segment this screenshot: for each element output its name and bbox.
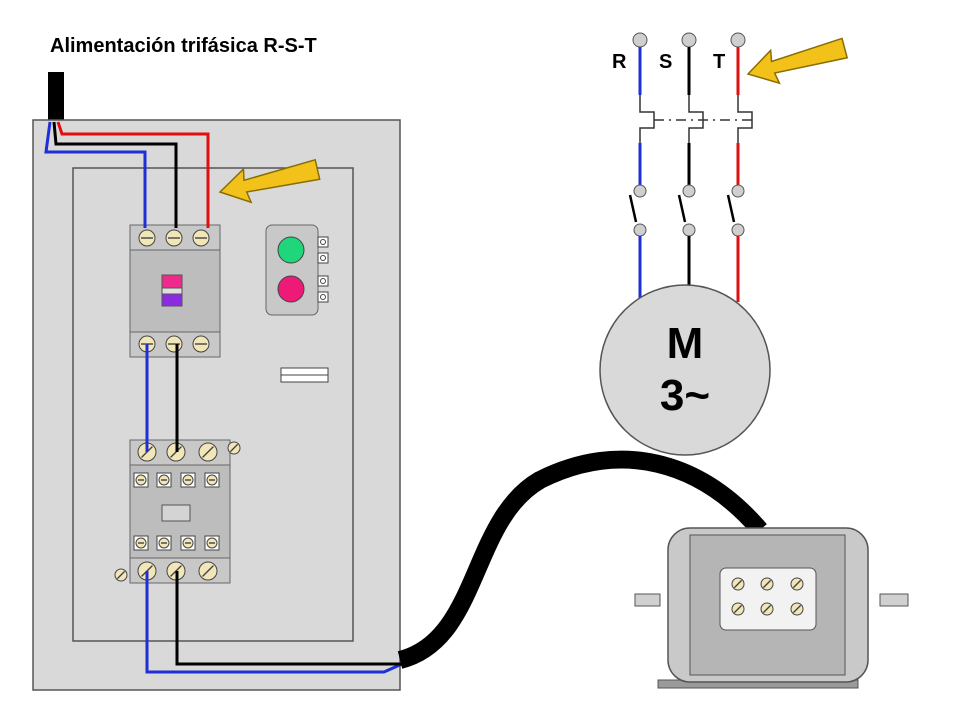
phase-terminal (632, 32, 648, 48)
contactor-main-terminal-bottom (198, 561, 218, 581)
start-button[interactable] (277, 236, 305, 264)
wire-phase-s (175, 571, 402, 666)
breaker-terminal-bottom (165, 335, 183, 353)
phase-label-t: T (713, 51, 725, 73)
motor-terminal (760, 577, 774, 591)
wire-phase-r (44, 121, 147, 228)
phase-terminal (681, 32, 697, 48)
pushbutton-station (265, 224, 329, 316)
motor-terminal (790, 602, 804, 616)
contact-terminal (682, 223, 696, 237)
contactor-aux-terminal (133, 535, 149, 551)
motor-phase-count: 3~ (660, 371, 710, 420)
contactor-aux-screw (206, 474, 218, 486)
contactor-aux-terminal (156, 535, 172, 551)
wire-phase-t (56, 121, 210, 228)
contactor-aux-screw (158, 537, 170, 549)
contactor-switch (726, 194, 736, 223)
yellow-arrow-icon (218, 158, 321, 204)
motor-terminal (731, 577, 745, 591)
breaker-terminal-top (192, 229, 210, 247)
motor-terminal (760, 602, 774, 616)
contactor-aux-screw (182, 537, 194, 549)
physical-motor (634, 527, 909, 689)
pushbutton-terminal (317, 236, 329, 248)
contactor-aux-terminal (180, 472, 196, 488)
thermal-element (688, 95, 704, 143)
contactor-aux-terminal (156, 472, 172, 488)
contact-terminal (682, 184, 696, 198)
contact-terminal (633, 223, 647, 237)
motor-cable (397, 450, 767, 669)
contactor-aux-screw (135, 537, 147, 549)
contactor-aux-screw (182, 474, 194, 486)
contactor-switch (677, 194, 687, 223)
contactor-main-terminal-top (198, 442, 218, 462)
diagram-title: Alimentación trifásica R-S-T (50, 35, 317, 57)
contact-terminal (731, 223, 745, 237)
contactor-aux-terminal (180, 535, 196, 551)
breaker-terminal-top (138, 229, 156, 247)
contact-terminal (633, 184, 647, 198)
contactor-aux-screw (206, 537, 218, 549)
motor-terminal (731, 602, 745, 616)
motor-terminal (790, 577, 804, 591)
phase-terminal (730, 32, 746, 48)
thermal-element (639, 95, 655, 143)
contactor-aux-terminal (133, 472, 149, 488)
supply-cable (48, 72, 64, 122)
motor-letter: M (667, 319, 704, 368)
contactor-aux-terminal (227, 441, 241, 455)
circuit-breaker (129, 224, 221, 358)
stop-button[interactable] (277, 275, 305, 303)
contactor-aux-screw (158, 474, 170, 486)
contactor-switch (628, 194, 638, 223)
contact-terminal (731, 184, 745, 198)
breaker-terminal-top (165, 229, 183, 247)
phase-label-s: S (659, 51, 672, 73)
breaker-terminal-bottom (192, 335, 210, 353)
thermal-element (737, 95, 753, 143)
pushbutton-terminal (317, 275, 329, 287)
three-phase-motor-icon: M 3~ (599, 284, 771, 456)
yellow-arrow-icon (746, 37, 849, 85)
wire-phase-s (52, 121, 178, 228)
pushbutton-terminal (317, 291, 329, 303)
contactor-aux-terminal (204, 535, 220, 551)
wire-phase-r (145, 571, 403, 674)
contactor-aux-screw (135, 474, 147, 486)
schematic-diagram (628, 32, 753, 302)
pushbutton-terminal (317, 252, 329, 264)
contactor-aux-terminal (114, 568, 128, 582)
contactor-aux-terminal (204, 472, 220, 488)
contactor (114, 439, 241, 584)
phase-label-r: R (612, 51, 627, 73)
